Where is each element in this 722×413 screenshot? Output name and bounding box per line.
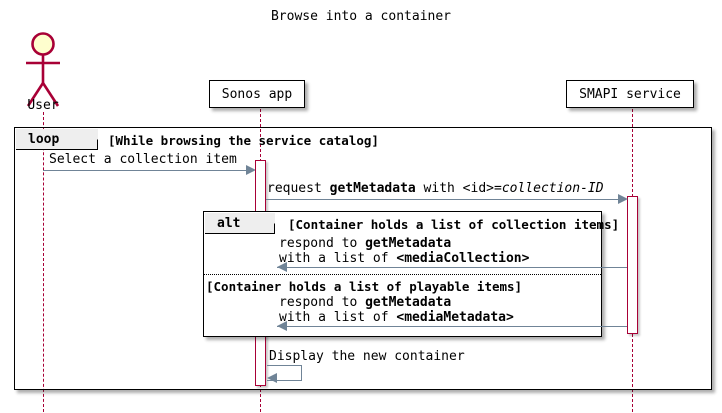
message-arrowhead-1 — [246, 165, 256, 175]
message-arrowhead-2 — [618, 194, 628, 204]
message-arrow-line-3 — [277, 267, 627, 268]
group-tab-loop-shape — [16, 129, 98, 150]
group-tab-loop-label: loop — [28, 132, 60, 147]
message-arrow-line-1 — [43, 170, 250, 171]
group-condition-alt-branch-1: [Container holds a list of collection it… — [288, 217, 620, 232]
group-tab-alt-shape — [205, 213, 275, 234]
group-frame-loop — [14, 127, 712, 390]
message-arrow-line-4 — [277, 326, 627, 327]
group-tab-loop: loop — [16, 129, 98, 150]
activation-bar-smapi-service — [627, 196, 638, 334]
message-arrowhead-5 — [267, 373, 277, 383]
message-arrow-line-2 — [266, 199, 622, 200]
lifeline-user — [43, 112, 44, 412]
participant-label-smapi-service: SMAPI service — [579, 86, 681, 102]
group-condition-loop: [While browsing the service catalog] — [108, 133, 379, 148]
actor-icon — [26, 32, 60, 107]
group-tab-alt-label: alt — [217, 216, 241, 231]
message-arrowhead-4 — [277, 321, 287, 331]
diagram-title: Browse into a container — [270, 9, 451, 24]
group-tab-alt: alt — [205, 213, 275, 234]
group-alt-divider — [204, 274, 601, 275]
message-label-select-collection-item: Select a collection item — [49, 152, 237, 167]
group-condition-alt-branch-2: [Container holds a list of playable item… — [206, 279, 523, 294]
participant-smapi-service: SMAPI service — [566, 80, 694, 108]
message-arrowhead-3 — [277, 262, 287, 272]
participant-sonos-app: Sonos app — [209, 80, 305, 108]
message-label-display-new-container: Display the new container — [269, 349, 465, 364]
self-message-loop-5 — [267, 365, 302, 381]
message-label-request-getmetadata: request getMetadata with <id>=collection… — [267, 181, 604, 196]
actor-label-user: User — [27, 98, 59, 113]
participant-label-sonos-app: Sonos app — [221, 86, 293, 102]
actor-user-figure — [18, 30, 68, 120]
